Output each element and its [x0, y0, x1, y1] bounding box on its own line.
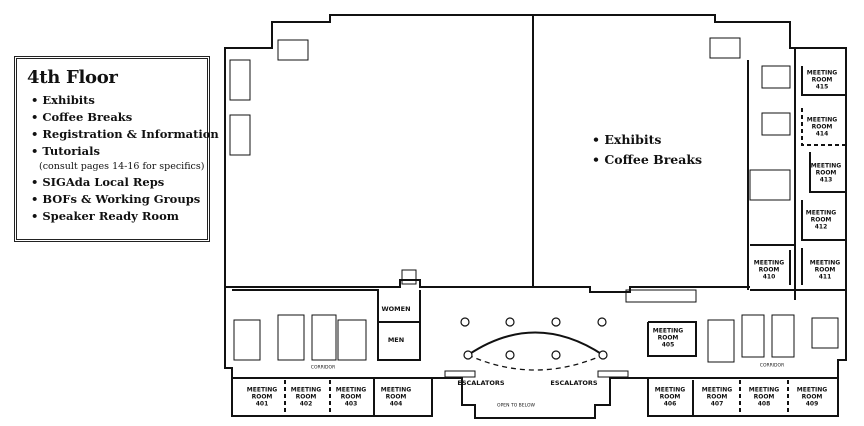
- legend-note: (consult pages 14-16 for specifics): [39, 161, 205, 172]
- room-label-line: MEETING: [809, 259, 841, 267]
- room-label-line: MEETING: [806, 69, 838, 77]
- hall-item: Coffee Breaks: [592, 150, 702, 170]
- room-label-line: ROOM: [810, 216, 832, 224]
- room-label-line: MEETING: [380, 386, 412, 394]
- room-label-line: ROOM: [811, 76, 833, 84]
- room-label-line: MEETING: [748, 386, 780, 394]
- room-label-line: ROOM: [251, 393, 273, 401]
- room-label-line: 403: [344, 400, 358, 408]
- room-label-line: MEETING: [796, 386, 828, 394]
- legend-title: 4th Floor: [27, 67, 118, 88]
- room-label-line: MEETING: [652, 327, 684, 335]
- room-label-line: 414: [815, 130, 829, 138]
- room-label-line: MEETING: [810, 162, 842, 170]
- room-label-line: MEETING: [246, 386, 278, 394]
- open-to-below-label: OPEN TO BELOW: [497, 403, 535, 409]
- room-label-line: MEETING: [701, 386, 733, 394]
- atrium-arc: [467, 331, 604, 356]
- room-label-line: MEETING: [806, 116, 838, 124]
- women-restroom: WOMEN: [381, 305, 411, 313]
- room-label-line: ROOM: [385, 393, 407, 401]
- room-label-line: ROOM: [659, 393, 681, 401]
- escalators-label: ESCALATORS: [550, 379, 598, 387]
- room-label-line: 413: [819, 176, 833, 184]
- room-label-line: MEETING: [290, 386, 322, 394]
- room-label-line: ROOM: [815, 169, 837, 177]
- escalators-label: ESCALATORS: [457, 379, 505, 387]
- legend-item: Coffee Breaks: [31, 109, 207, 126]
- corridor-label: CORRIDOR: [759, 363, 785, 369]
- room-label-line: ROOM: [758, 266, 780, 274]
- room-label-line: ROOM: [295, 393, 317, 401]
- room-label-line: 408: [757, 400, 771, 408]
- room-label-line: MEETING: [654, 386, 686, 394]
- room-label-line: 409: [805, 400, 819, 408]
- room-label-line: ROOM: [657, 334, 679, 342]
- room-label-line: 407: [710, 400, 724, 408]
- room-label-line: MEETING: [753, 259, 785, 267]
- room-label-line: 406: [663, 400, 677, 408]
- corridor-label: CORRIDOR: [310, 365, 336, 371]
- room-label-line: ROOM: [753, 393, 775, 401]
- floor-legend: 4th Floor Exhibits Coffee Breaks Registr…: [14, 56, 219, 242]
- room-label-line: MEETING: [335, 386, 367, 394]
- legend-item: Tutorials: [31, 143, 207, 160]
- room-label-line: ROOM: [814, 266, 836, 274]
- legend-item: BOFs & Working Groups: [31, 191, 207, 208]
- room-label-line: ROOM: [706, 393, 728, 401]
- room-label-line: ROOM: [811, 123, 833, 131]
- room-label-line: 401: [255, 400, 269, 408]
- room-label-line: ROOM: [801, 393, 823, 401]
- room-label-line: 415: [815, 83, 829, 91]
- hall-item: Exhibits: [592, 130, 702, 150]
- room-label-line: 402: [299, 400, 313, 408]
- room-label-line: 412: [814, 223, 828, 231]
- legend-item: Registration & Information: [31, 126, 218, 143]
- room-label-line: ROOM: [340, 393, 362, 401]
- room-label-line: 410: [762, 273, 776, 281]
- legend-item: SIGAda Local Reps: [31, 174, 207, 191]
- exhibit-hall-label: Exhibits Coffee Breaks: [592, 130, 702, 170]
- room-label-line: 411: [818, 273, 832, 281]
- room-label-line: 405: [661, 341, 675, 349]
- outer-wall: [224, 14, 847, 419]
- men-restroom: MEN: [387, 336, 405, 344]
- room-label-line: MEETING: [805, 209, 837, 217]
- room-label-line: 404: [389, 400, 403, 408]
- legend-item: Speaker Ready Room: [31, 208, 207, 225]
- legend-item: Exhibits: [31, 92, 207, 109]
